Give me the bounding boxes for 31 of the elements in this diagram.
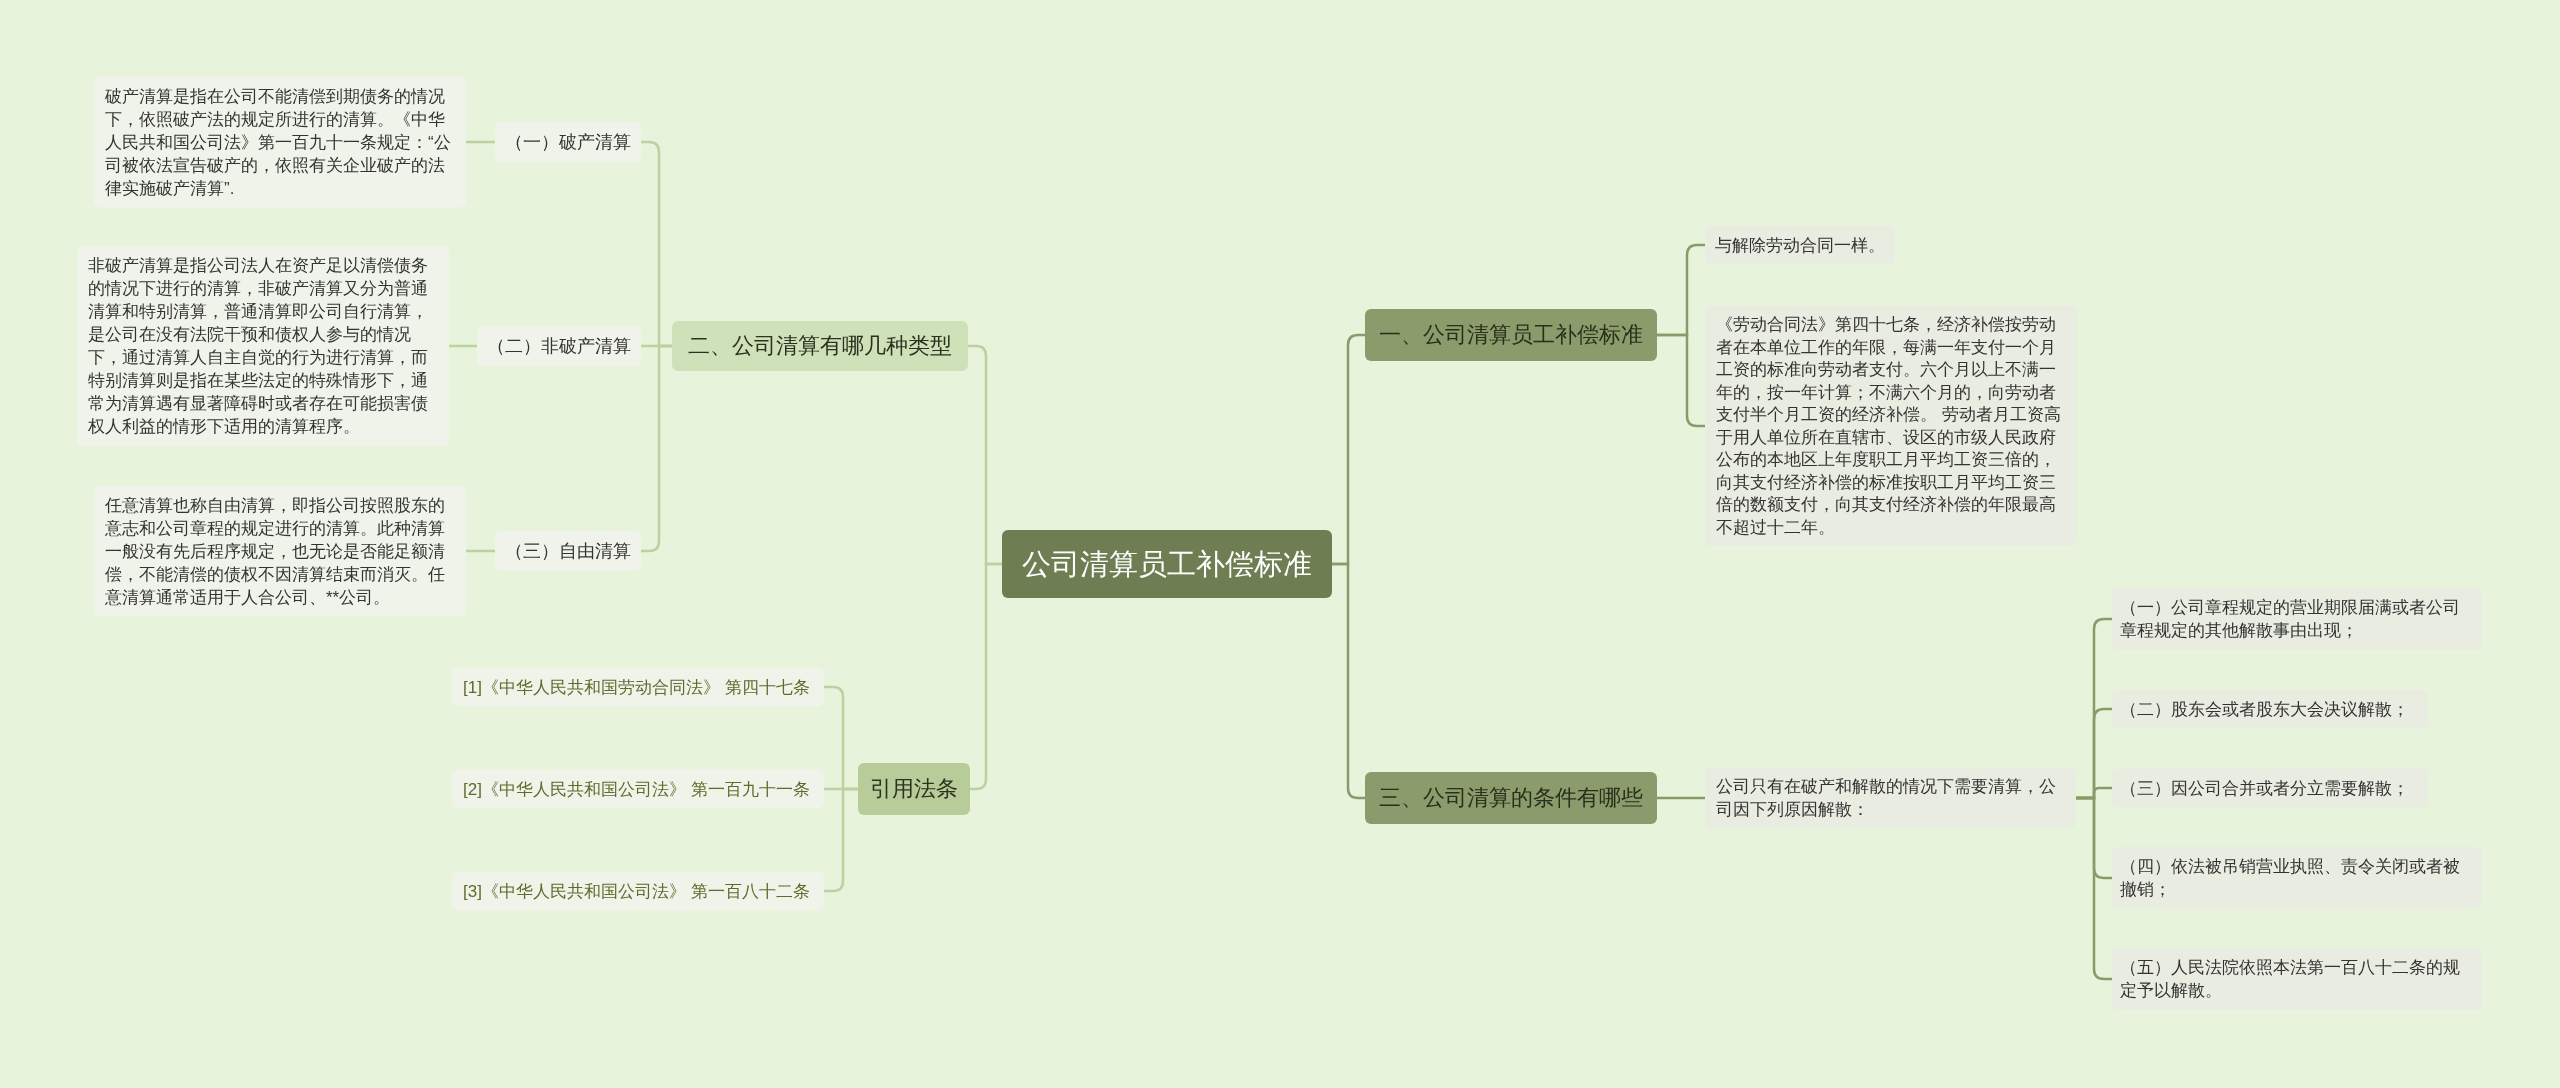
connector-line xyxy=(641,344,672,553)
central-topic: 公司清算员工补偿标准 xyxy=(1002,530,1332,598)
note-card: （四）依法被吊销营业执照、责令关闭或者被撤销； xyxy=(2112,847,2482,909)
connector-line xyxy=(466,140,495,144)
note-card: （五）人民法院依照本法第一百八十二条的规定予以解散。 xyxy=(2112,948,2482,1010)
note-card: （一）公司章程规定的营业期限届满或者公司章程规定的其他解散事由出现； xyxy=(2112,588,2482,650)
branch-topic: 二、公司清算有哪几种类型 xyxy=(672,321,968,371)
connector-line xyxy=(1657,333,1705,428)
reference-card: [3]《中华人民共和国公司法》 第一百八十二条 xyxy=(452,871,824,911)
connector-line xyxy=(824,787,858,893)
note-card: 任意清算也称自由清算，即指公司按照股东的意志和公司章程的规定进行的清算。此种清算一般没有先后程序规定，也无论是否能足额清偿，不能清偿的债权不因清算结束而消灭。任意清算通常适用于人合公司、**公司。 xyxy=(94,485,466,617)
reference-card: [2]《中华人民共和国公司法》 第一百九十一条 xyxy=(452,769,824,809)
connector-line xyxy=(449,344,477,348)
note-card: 与解除劳动合同一样。 xyxy=(1705,225,1895,265)
branch-topic: 三、公司清算的条件有哪些 xyxy=(1365,772,1657,824)
connector-line xyxy=(970,562,1002,791)
connector-line xyxy=(1657,796,1705,800)
note-card: 《劳动合同法》第四十七条，经济补偿按劳动者在本单位工作的年限，每满一年支付一个月工资的标准向劳动者支付。六个月以上不满一年的，按一年计算；不满六个月的，向劳动者支付半个月工资的经济补偿。 劳动者月工资高于用人单位所在直辖市、设区的市级人民政府公布的本地区上年度职工月平均工资三倍的，向其支付经济补偿的标准按职工月平均工资三倍的数额支付，向其支付经济补偿的年限最高不超过十二年。 xyxy=(1705,305,2077,547)
connector-line xyxy=(466,549,495,553)
note-card: 非破产清算是指公司法人在资产足以清偿债务的情况下进行的清算，非破产清算又分为普通清算和特别清算，普通清算即公司自行清算，是公司在没有法院干预和债权人参与的情况下，通过清算人自主自觉的行为进行清算，而特别清算则是指在某些法定的特殊情形下，通常为清算遇有显著障碍时或者存在可能损害债权人利益的情形下适用的清算程序。 xyxy=(77,246,449,446)
reference-card: [1]《中华人民共和国劳动合同法》 第四十七条 xyxy=(452,667,824,707)
note-card: 公司只有在破产和解散的情况下需要清算，公司因下列原因解散： xyxy=(1705,767,2076,829)
subtopic: （三）自由清算 xyxy=(495,531,641,571)
note-card: 破产清算是指在公司不能清偿到期债务的情况下，依照破产法的规定所进行的清算。《中华人民共和国公司法》第一百九十一条规定：“公司被依法宣告破产的，依照有关企业破产的法律实施破产清算”. xyxy=(94,76,466,208)
branch-topic: 一、公司清算员工补偿标准 xyxy=(1365,309,1657,361)
branch-topic: 引用法条 xyxy=(858,763,970,815)
subtopic: （一）破产清算 xyxy=(495,122,641,162)
note-card: （三）因公司合并或者分立需要解散； xyxy=(2112,768,2428,808)
note-card: （二）股东会或者股东大会决议解散； xyxy=(2112,689,2428,729)
connector-line xyxy=(2076,796,2112,981)
subtopic: （二）非破产清算 xyxy=(477,326,641,366)
